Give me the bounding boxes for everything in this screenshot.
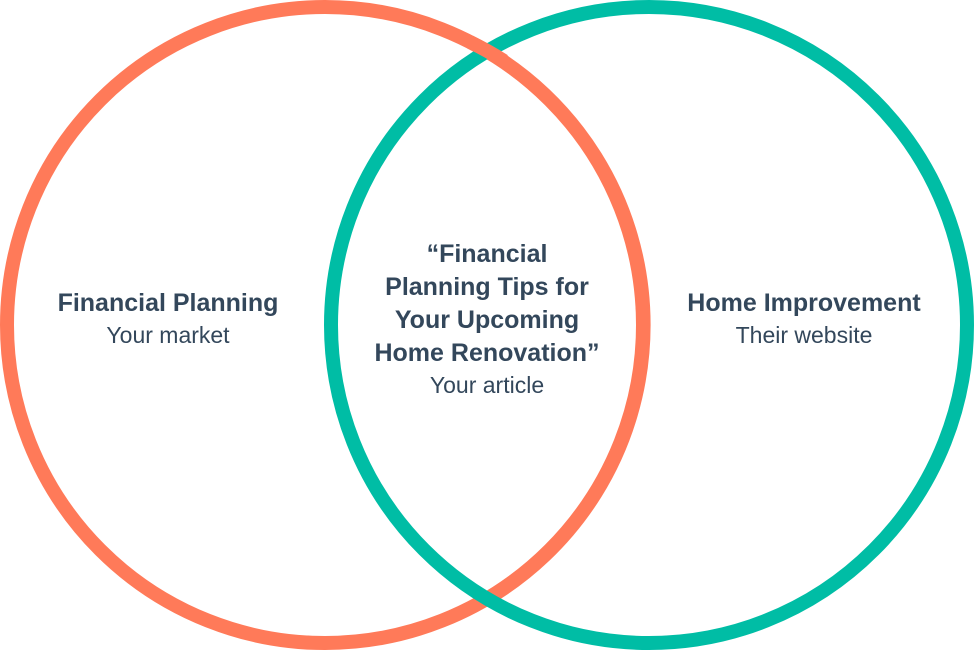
center-subtitle: Your article — [429, 372, 545, 398]
left-circle-top-arc — [466, 35, 508, 67]
center-title-line: Home Renovation” — [374, 339, 600, 367]
right-label: Home Improvement Their website — [654, 287, 954, 350]
right-circle — [324, 0, 974, 650]
left-title: Financial Planning — [57, 289, 279, 317]
center-label: “Financial Planning Tips for Your Upcomi… — [337, 238, 637, 400]
center-title-line: Your Upcoming — [394, 306, 580, 334]
right-subtitle: Their website — [735, 322, 873, 348]
center-title-line: Planning Tips for — [385, 273, 589, 301]
left-label: Financial Planning Your market — [18, 287, 318, 350]
center-title-line: “Financial — [426, 240, 548, 268]
left-circle-overlap-arc — [483, 44, 651, 606]
right-title: Home Improvement — [687, 289, 921, 317]
left-subtitle: Your market — [106, 322, 230, 348]
